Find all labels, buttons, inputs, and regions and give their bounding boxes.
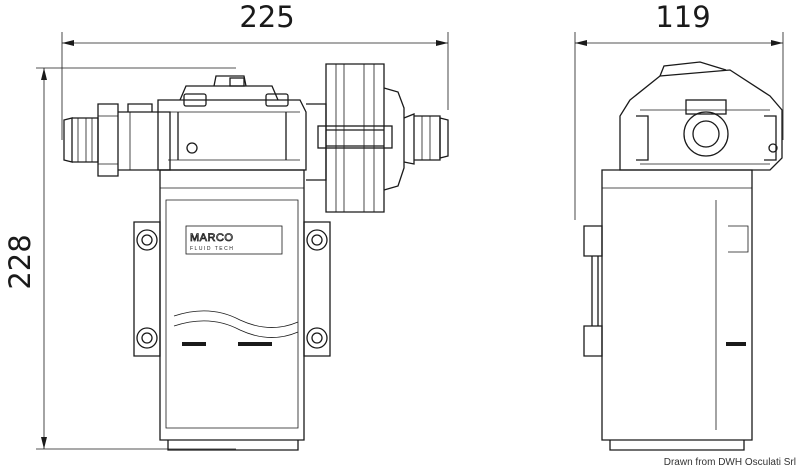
side-mounting-bracket: [583, 225, 603, 357]
depth-dimension-label: 119: [655, 0, 710, 34]
drawing-credit: Drawn from DWH Osculati Srl: [664, 457, 796, 468]
front-view: MARCO FLUID TECH: [63, 63, 449, 451]
height-dimension: 228: [3, 67, 236, 450]
left-hose-fitting: [63, 103, 171, 177]
height-dimension-label: 228: [3, 234, 37, 289]
width-dimension-label: 225: [239, 0, 294, 34]
filter-housing: [306, 63, 415, 213]
brand-logo: MARCO: [190, 232, 233, 244]
brand-subtitle: FLUID TECH: [190, 246, 234, 252]
right-hose-fitting: [414, 115, 449, 161]
pump-head: [157, 75, 307, 171]
width-dimension: 225: [61, 0, 449, 140]
side-view: [583, 61, 783, 451]
side-motor-body: [601, 169, 753, 451]
depth-dimension: 119: [574, 0, 784, 220]
side-pump-head: [619, 61, 783, 171]
mounting-brackets: [133, 221, 331, 357]
motor-body: MARCO FLUID TECH: [159, 169, 305, 451]
